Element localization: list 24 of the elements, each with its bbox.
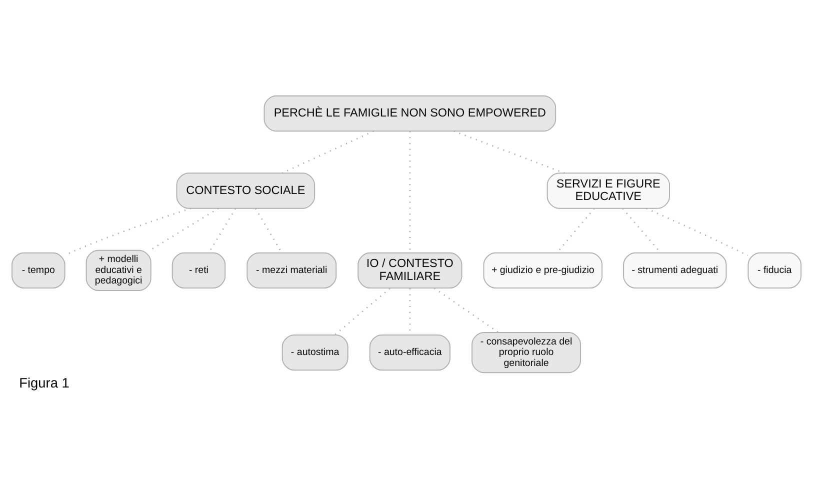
connector xyxy=(149,207,219,250)
node-box: PERCHÈ LE FAMIGLIE NON SONO EMPOWERED xyxy=(264,94,556,132)
node-box: + giudizio e pre-giudizio xyxy=(483,252,603,288)
connector xyxy=(255,208,282,252)
node-box: - fiducia xyxy=(748,252,802,288)
connector xyxy=(434,287,499,332)
node-box: IO / CONTESTO FAMILIARE xyxy=(358,252,462,288)
node-box: - reti xyxy=(172,252,226,288)
node-box: CONTESTO SOCIALE xyxy=(176,172,316,208)
node-box: - consapevolezza del proprio ruolo genitoriale xyxy=(472,332,582,373)
node-box: - mezzi materiali xyxy=(246,252,337,288)
connector xyxy=(334,287,390,335)
connector xyxy=(454,130,565,174)
node-box: - strumenti adeguati xyxy=(623,252,727,288)
node-box: SERVIZI E FIGURE EDUCATIVE xyxy=(546,172,670,208)
connector xyxy=(282,130,374,174)
connector xyxy=(646,207,748,256)
connector xyxy=(208,208,236,252)
node-box: - autostima xyxy=(282,334,348,370)
node-box: - tempo xyxy=(12,252,66,288)
connector xyxy=(556,208,595,253)
node-box: + modelli educativi e pedagogici xyxy=(86,249,152,290)
caption: Figura 1 xyxy=(19,374,70,390)
node-box: - auto-efficacia xyxy=(369,334,450,370)
